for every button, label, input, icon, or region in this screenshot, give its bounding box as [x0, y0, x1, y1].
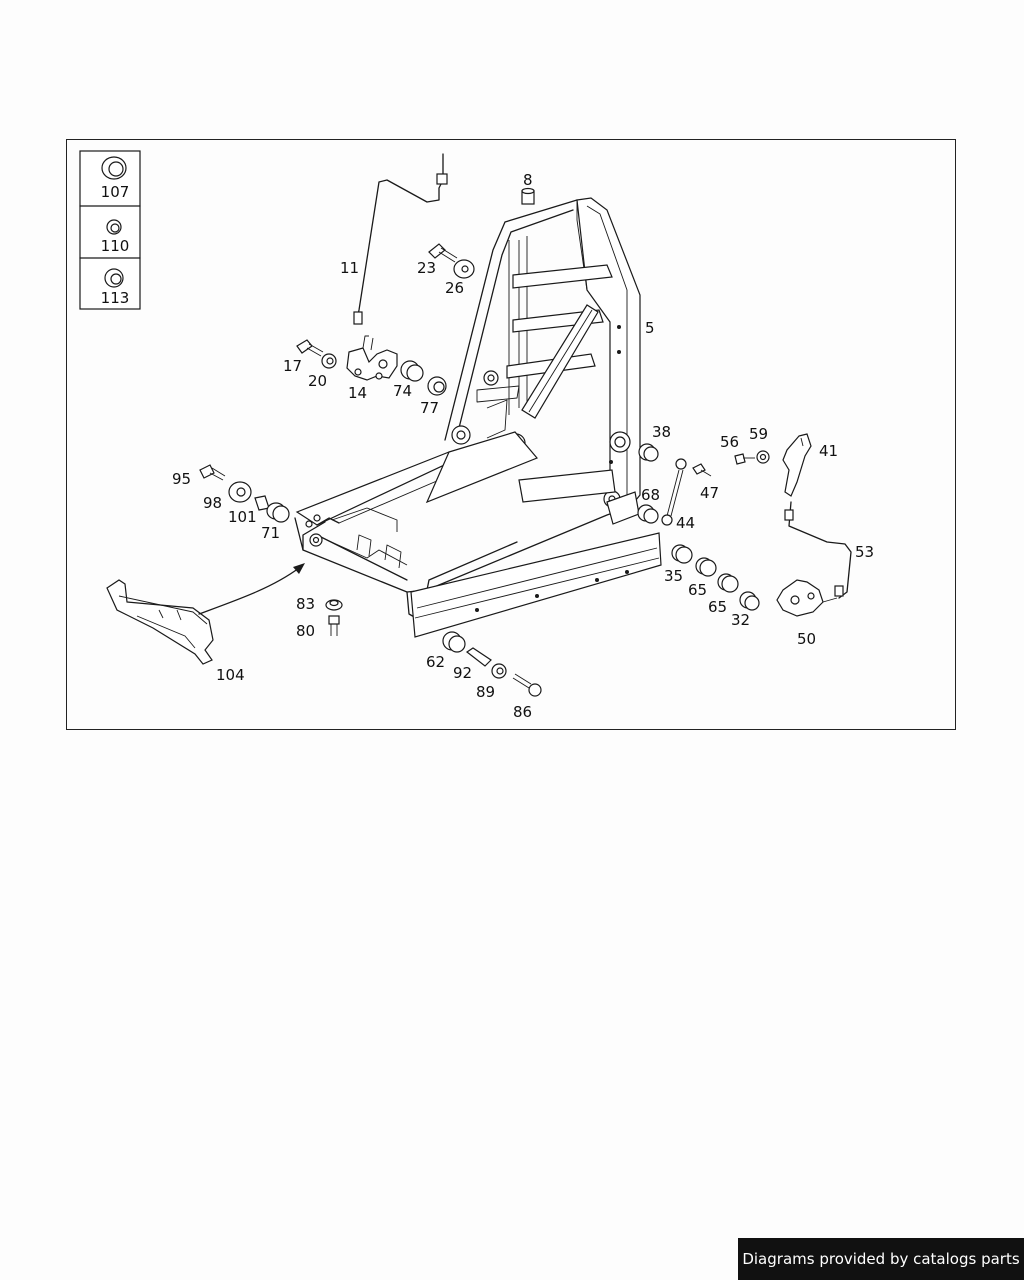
part-44-rod	[661, 458, 687, 526]
part-104-trim-panel	[106, 579, 214, 665]
part-59-washer	[756, 450, 770, 464]
label-98: 98	[203, 494, 222, 512]
label-62: 62	[426, 653, 445, 671]
part-50-latch	[776, 579, 838, 617]
credit-badge: Diagrams provided by catalogs parts	[738, 1238, 1024, 1280]
label-65a: 65	[688, 581, 707, 599]
label-86: 86	[513, 703, 532, 721]
label-80: 80	[296, 622, 315, 640]
label-65b: 65	[708, 598, 727, 616]
part-62-bushing	[442, 631, 466, 653]
label-89: 89	[476, 683, 495, 701]
label-44: 44	[676, 514, 695, 532]
part-98-washer	[228, 481, 252, 503]
part-83-washer	[325, 599, 343, 611]
label-8: 8	[523, 171, 533, 189]
label-20: 20	[308, 372, 327, 390]
label-71: 71	[261, 524, 280, 542]
label-47: 47	[700, 484, 719, 502]
label-35: 35	[664, 567, 683, 585]
label-41: 41	[819, 442, 838, 460]
label-23: 23	[417, 259, 436, 277]
legend-label-107: 107	[101, 183, 130, 201]
label-14: 14	[348, 384, 367, 402]
part-17-bolt	[296, 339, 324, 357]
label-56: 56	[720, 433, 739, 451]
bushing-medium-icon	[104, 268, 124, 288]
label-83: 83	[296, 595, 315, 613]
part-74-bushing	[400, 360, 424, 382]
part-32-bushing	[739, 591, 760, 611]
label-68: 68	[641, 486, 660, 504]
bushing-large-icon	[101, 156, 127, 180]
label-50: 50	[797, 630, 816, 648]
part-101-bushing	[254, 495, 270, 511]
label-11: 11	[340, 259, 359, 277]
label-95: 95	[172, 470, 191, 488]
part-56-bolt	[734, 453, 755, 465]
legend-label-110: 110	[101, 237, 130, 255]
exploded-parts-diagram: 107 110 113	[79, 150, 874, 721]
parts-legend: 107 110 113	[79, 150, 141, 310]
part-47-bolt	[692, 463, 712, 477]
part-65b-bushing	[717, 573, 739, 593]
part-86-bolt	[512, 673, 542, 697]
part-53-cable	[784, 501, 852, 599]
part-23-bolt	[428, 243, 458, 263]
part-41-lever	[782, 433, 812, 497]
label-26: 26	[445, 279, 464, 297]
part-95-bolt	[199, 464, 226, 481]
label-38: 38	[652, 423, 671, 441]
part-77-bushing	[427, 376, 447, 396]
seat-base-frame	[294, 431, 662, 638]
part-71-bushing	[266, 502, 290, 523]
seat-back-frame	[444, 197, 641, 517]
label-53: 53	[855, 543, 874, 561]
part-26-washer	[453, 259, 475, 279]
label-32: 32	[731, 611, 750, 629]
parts-diagram-frame: 107 110 113	[66, 139, 956, 730]
label-77: 77	[420, 399, 439, 417]
callout-labels: 5 8 11 14 17 20 23 26 32 35 38 41 44 47 …	[172, 171, 874, 721]
part-65a-bushing	[695, 557, 717, 577]
bushing-small-icon	[106, 219, 122, 235]
part-35-bushing	[671, 544, 693, 564]
arrow-indicator	[198, 563, 305, 615]
part-11-cable	[353, 153, 448, 325]
part-8-bushing	[521, 187, 535, 205]
part-89-washer	[491, 663, 507, 679]
label-101: 101	[228, 508, 257, 526]
label-17: 17	[283, 357, 302, 375]
label-5: 5	[645, 319, 655, 337]
label-74: 74	[393, 382, 412, 400]
label-92: 92	[453, 664, 472, 682]
part-92-pin	[465, 647, 492, 667]
legend-label-113: 113	[101, 289, 130, 307]
part-38-bushing	[638, 443, 659, 462]
credit-text: Diagrams provided by catalogs parts	[742, 1250, 1020, 1268]
part-68-bushing	[637, 504, 659, 524]
label-104: 104	[216, 666, 245, 684]
part-80-bolt	[328, 615, 340, 636]
part-14-latch	[346, 335, 398, 381]
label-59: 59	[749, 425, 768, 443]
part-20-washer	[321, 353, 337, 369]
